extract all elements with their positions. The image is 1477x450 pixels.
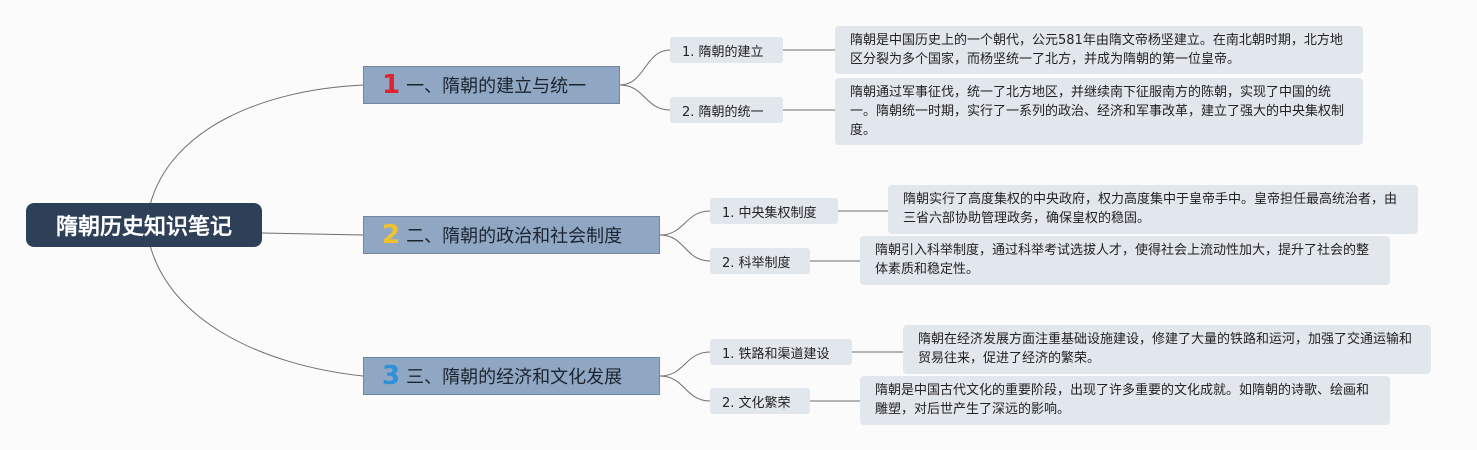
note[interactable]: 隋朝是中国古代文化的重要阶段，出现了许多重要的文化成就。如隋朝的诗歌、绘画和雕塑… <box>860 376 1390 425</box>
root-topic[interactable]: 隋朝历史知识笔记 <box>26 203 262 247</box>
link-sec2-item1 <box>659 210 711 236</box>
subtopic[interactable]: 2. 隋朝的统一 <box>670 97 783 123</box>
subtopic[interactable]: 1. 中央集权制度 <box>710 198 838 224</box>
section-2[interactable]: 2 二、隋朝的政治和社会制度 <box>363 216 660 254</box>
subtopic[interactable]: 2. 文化繁荣 <box>710 388 810 414</box>
section-label: 三、隋朝的经济和文化发展 <box>406 367 623 388</box>
link-sec1-item1 <box>619 49 671 86</box>
subtopic[interactable]: 1. 铁路和渠道建设 <box>710 339 852 365</box>
note[interactable]: 隋朝引入科举制度，通过科举考试选拔人才，使得社会上流动性加大，提升了社会的整体素… <box>860 236 1390 285</box>
link-root-sec2 <box>261 232 364 236</box>
link-root-sec3 <box>149 244 364 377</box>
note[interactable]: 隋朝实行了高度集权的中央政府，权力高度集中于皇帝手中。皇帝担任最高统治者，由三省… <box>888 185 1418 234</box>
link-sec1-item2 <box>619 84 671 111</box>
note[interactable]: 隋朝在经济发展方面注重基础设施建设，修建了大量的铁路和运河，加强了交通运输和贸易… <box>903 325 1431 374</box>
link-sec3-item2 <box>659 375 711 402</box>
subtopic[interactable]: 1. 隋朝的建立 <box>670 37 783 63</box>
subtopic[interactable]: 2. 科举制度 <box>710 248 810 274</box>
note[interactable]: 隋朝是中国历史上的一个朝代，公元581年由隋文帝杨坚建立。在南北朝时期，北方地区… <box>835 26 1363 74</box>
section-label: 一、隋朝的建立与统一 <box>406 76 587 97</box>
link-root-sec1 <box>149 84 364 206</box>
section-label: 二、隋朝的政治和社会制度 <box>406 226 623 247</box>
section-3[interactable]: 3 三、隋朝的经济和文化发展 <box>363 357 660 395</box>
section-number: 3 <box>382 361 401 391</box>
section-1[interactable]: 1 一、隋朝的建立与统一 <box>363 66 620 104</box>
section-number: 2 <box>382 220 401 250</box>
link-sec3-item1 <box>659 351 711 377</box>
section-number: 1 <box>382 70 401 100</box>
note[interactable]: 隋朝通过军事征伐，统一了北方地区，并继续南下征服南方的陈朝，实现了中国的统一。隋… <box>835 78 1363 145</box>
link-sec2-item2 <box>659 234 711 262</box>
